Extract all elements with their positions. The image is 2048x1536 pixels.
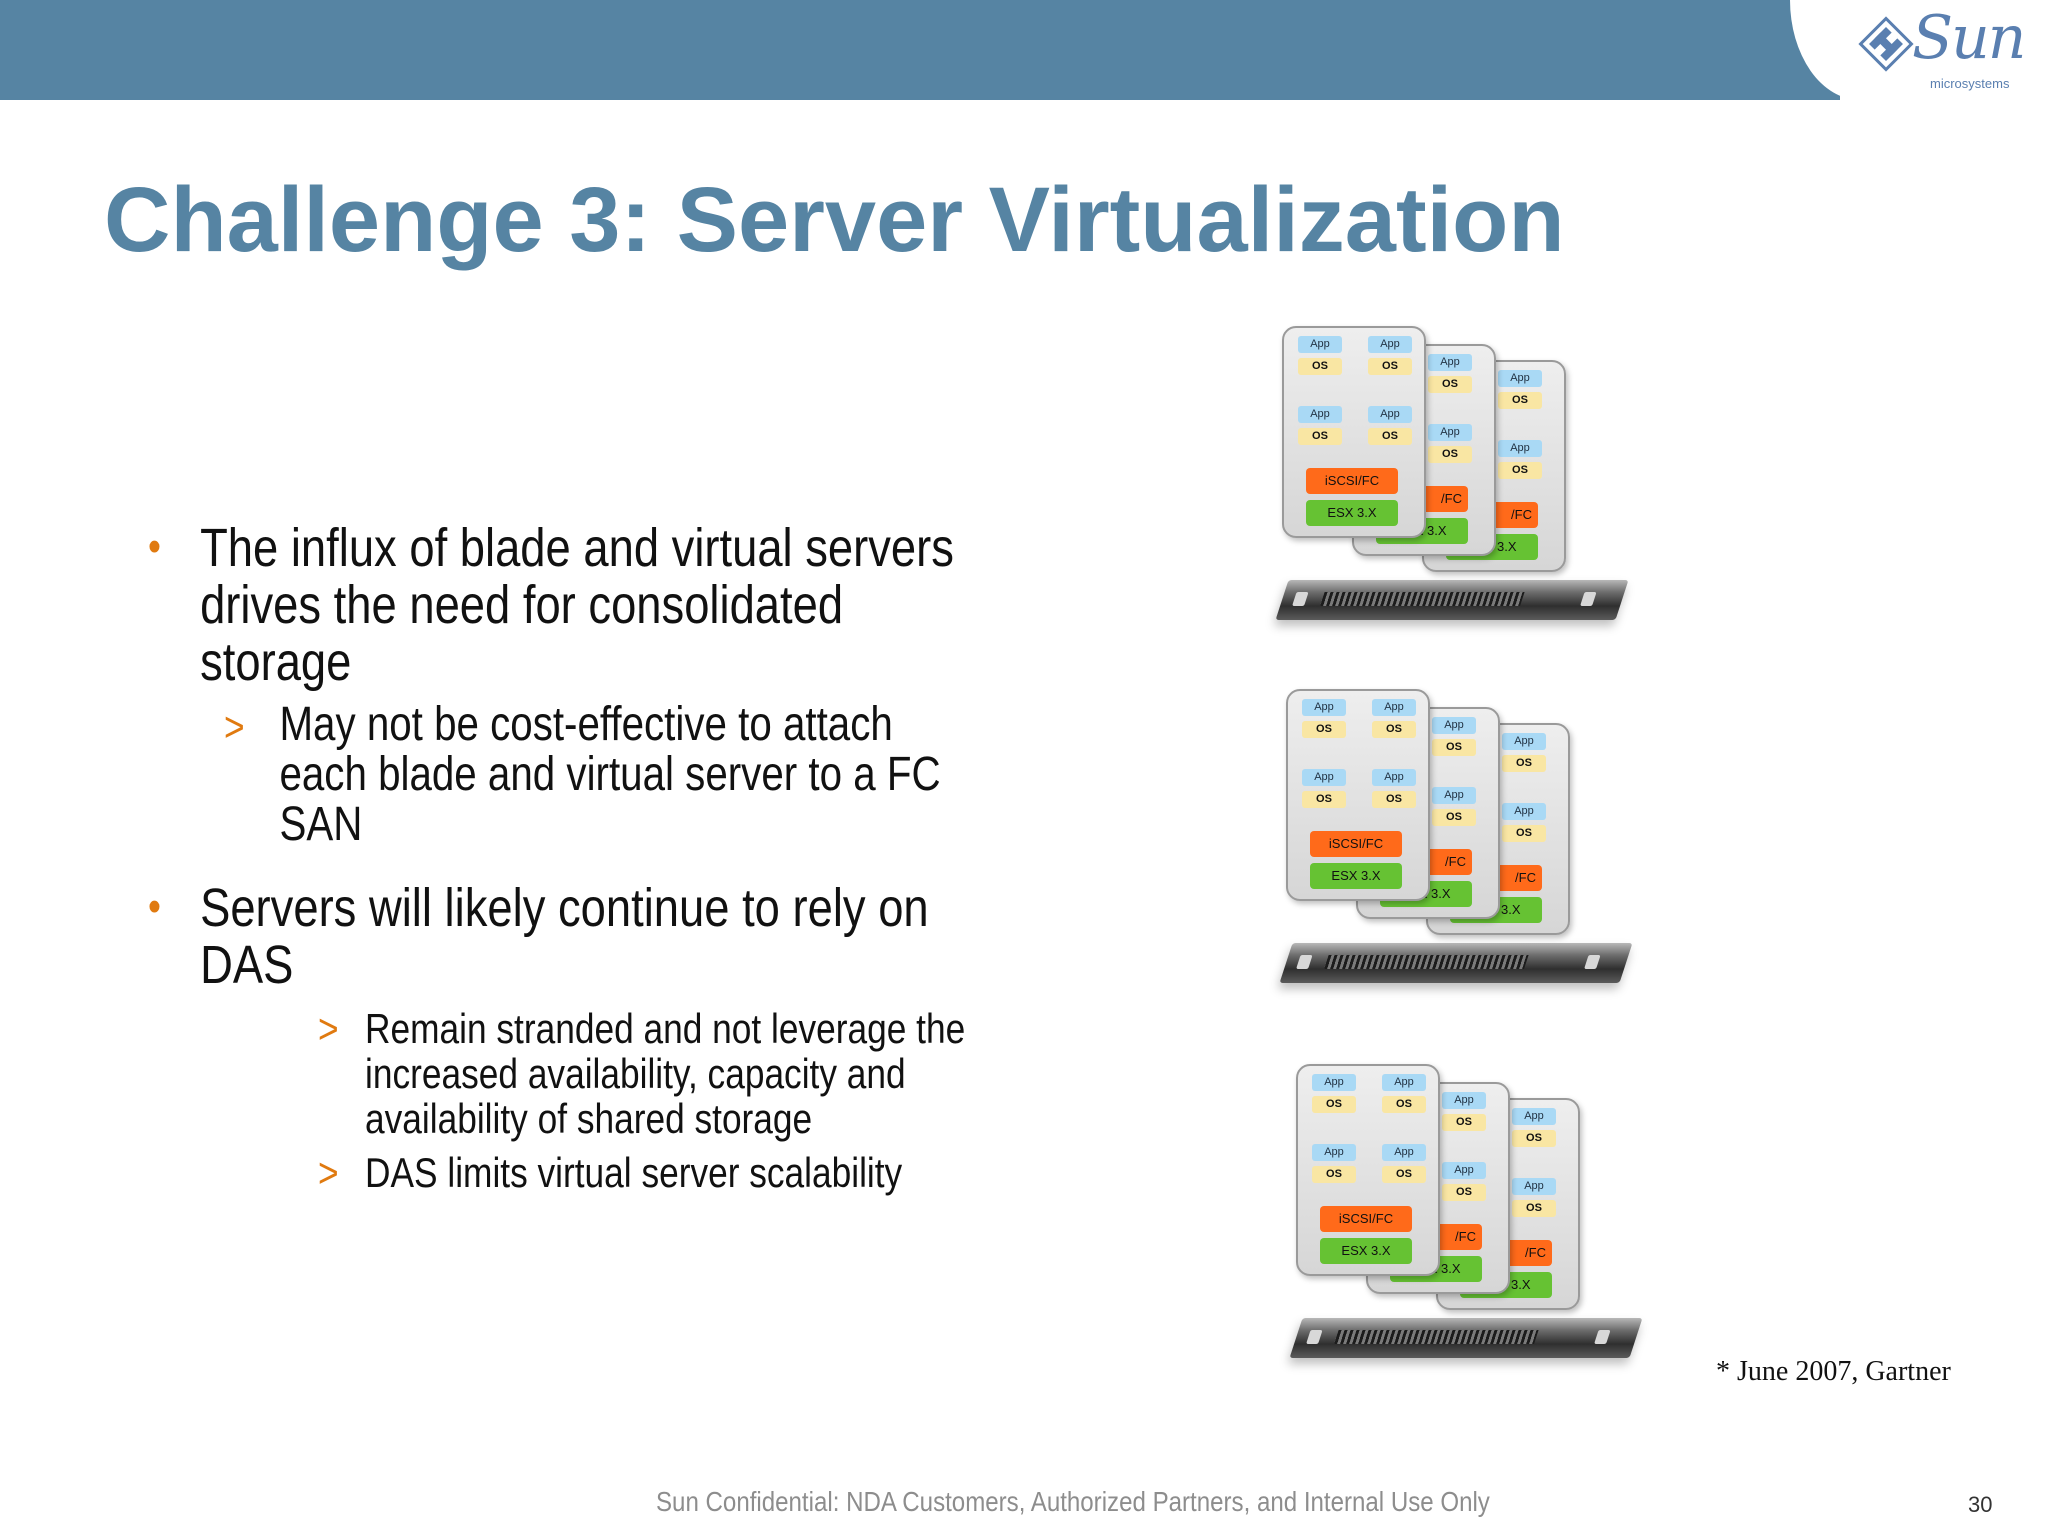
os-chip: OS (1502, 825, 1546, 842)
header-bar (0, 0, 1840, 100)
os-chip: OS (1432, 739, 1476, 756)
bullet-2-line-2: DAS (200, 935, 294, 995)
os-chip: OS (1442, 1184, 1486, 1201)
app-chip: App (1302, 699, 1346, 716)
bullet-2-sub-2-line-1: DAS limits virtual server scalability (365, 1149, 903, 1196)
app-chip: App (1442, 1162, 1486, 1179)
app-chip: App (1368, 406, 1412, 423)
bullet-1-line-1: The influx of blade and virtual servers (200, 518, 954, 578)
iscsi-fc-bar: iSCSI/FC (1320, 1206, 1412, 1232)
app-chip: App (1502, 733, 1546, 750)
blade-server (1289, 1318, 1643, 1358)
app-chip: App (1428, 424, 1472, 441)
app-chip: App (1498, 370, 1542, 387)
app-chip: App (1432, 787, 1476, 804)
os-chip: OS (1382, 1096, 1426, 1113)
bullet-2-sub-1-line-2: increased availability, capacity and (365, 1050, 906, 1097)
app-chip: App (1372, 769, 1416, 786)
app-chip: App (1312, 1074, 1356, 1091)
app-chip: App (1372, 699, 1416, 716)
os-chip: OS (1428, 446, 1472, 463)
esx-bar: ESX 3.X (1306, 500, 1398, 526)
bullet-2-sub-1-line-1: Remain stranded and not leverage the (365, 1005, 966, 1052)
slide-title: Challenge 3: Server Virtualization (104, 169, 1565, 271)
server-handle (1580, 592, 1597, 606)
os-chip: OS (1298, 358, 1342, 375)
os-chip: OS (1302, 791, 1346, 808)
app-chip: App (1502, 803, 1546, 820)
os-chip: OS (1512, 1130, 1556, 1147)
app-chip: App (1428, 354, 1472, 371)
app-chip: App (1512, 1178, 1556, 1195)
bullet-1-sub-1-line-2: each blade and virtual server to a FC (279, 748, 941, 801)
esx-bar: ESX 3.X (1310, 863, 1402, 889)
os-chip: OS (1312, 1096, 1356, 1113)
logo-area (1790, 0, 2048, 100)
blade-server (1275, 580, 1629, 620)
iscsi-fc-bar: iSCSI/FC (1306, 468, 1398, 494)
app-chip: App (1298, 336, 1342, 353)
logo-wordmark: Sun (1912, 3, 2026, 73)
bullet-marker: • (148, 882, 161, 931)
citation: * June 2007, Gartner (1716, 1356, 1951, 1387)
bullet-2-sub-1-line-3: availability of shared storage (365, 1095, 813, 1142)
os-chip: OS (1312, 1166, 1356, 1183)
os-chip: OS (1428, 376, 1472, 393)
os-chip: OS (1298, 428, 1342, 445)
os-chip: OS (1502, 755, 1546, 772)
os-chip: OS (1442, 1114, 1486, 1131)
os-chip: OS (1498, 462, 1542, 479)
bullet-1-line-2: drives the need for consolidated (200, 575, 844, 635)
app-chip: App (1512, 1108, 1556, 1125)
app-chip: App (1498, 440, 1542, 457)
server-handle (1292, 592, 1309, 606)
iscsi-fc-bar: iSCSI/FC (1310, 831, 1402, 857)
sun-logo-icon (1858, 16, 1914, 72)
app-chip: App (1302, 769, 1346, 786)
server-handle (1306, 1330, 1323, 1344)
blade-server (1279, 943, 1633, 983)
app-chip: App (1368, 336, 1412, 353)
sub-marker: > (224, 703, 245, 750)
app-chip: App (1298, 406, 1342, 423)
page-number: 30 (1968, 1492, 1993, 1517)
logo-subtitle: microsystems (1930, 76, 2010, 91)
os-chip: OS (1432, 809, 1476, 826)
footer-confidential: Sun Confidential: NDA Customers, Authori… (656, 1486, 1490, 1517)
os-chip: OS (1372, 721, 1416, 738)
server-handle (1296, 955, 1313, 969)
app-chip: App (1312, 1144, 1356, 1161)
os-chip: OS (1368, 428, 1412, 445)
bullet-marker: • (148, 522, 161, 571)
server-handle (1584, 955, 1601, 969)
os-chip: OS (1382, 1166, 1426, 1183)
bullet-1-sub-1-line-1: May not be cost-effective to attach (279, 698, 893, 751)
os-chip: OS (1512, 1200, 1556, 1217)
esx-bar: ESX 3.X (1320, 1238, 1412, 1264)
app-chip: App (1382, 1144, 1426, 1161)
os-chip: OS (1498, 392, 1542, 409)
sub-marker: > (318, 1149, 339, 1196)
app-chip: App (1432, 717, 1476, 734)
os-chip: OS (1372, 791, 1416, 808)
bullet-1-line-3: storage (200, 632, 352, 692)
os-chip: OS (1368, 358, 1412, 375)
server-handle (1594, 1330, 1611, 1344)
bullet-2-line-1: Servers will likely continue to rely on (200, 878, 929, 938)
sub-marker: > (318, 1005, 339, 1052)
bullet-1-sub-1-line-3: SAN (279, 798, 363, 851)
server-vents (1334, 1330, 1539, 1344)
server-vents (1324, 955, 1529, 969)
app-chip: App (1442, 1092, 1486, 1109)
app-chip: App (1382, 1074, 1426, 1091)
server-vents (1320, 592, 1525, 606)
os-chip: OS (1302, 721, 1346, 738)
